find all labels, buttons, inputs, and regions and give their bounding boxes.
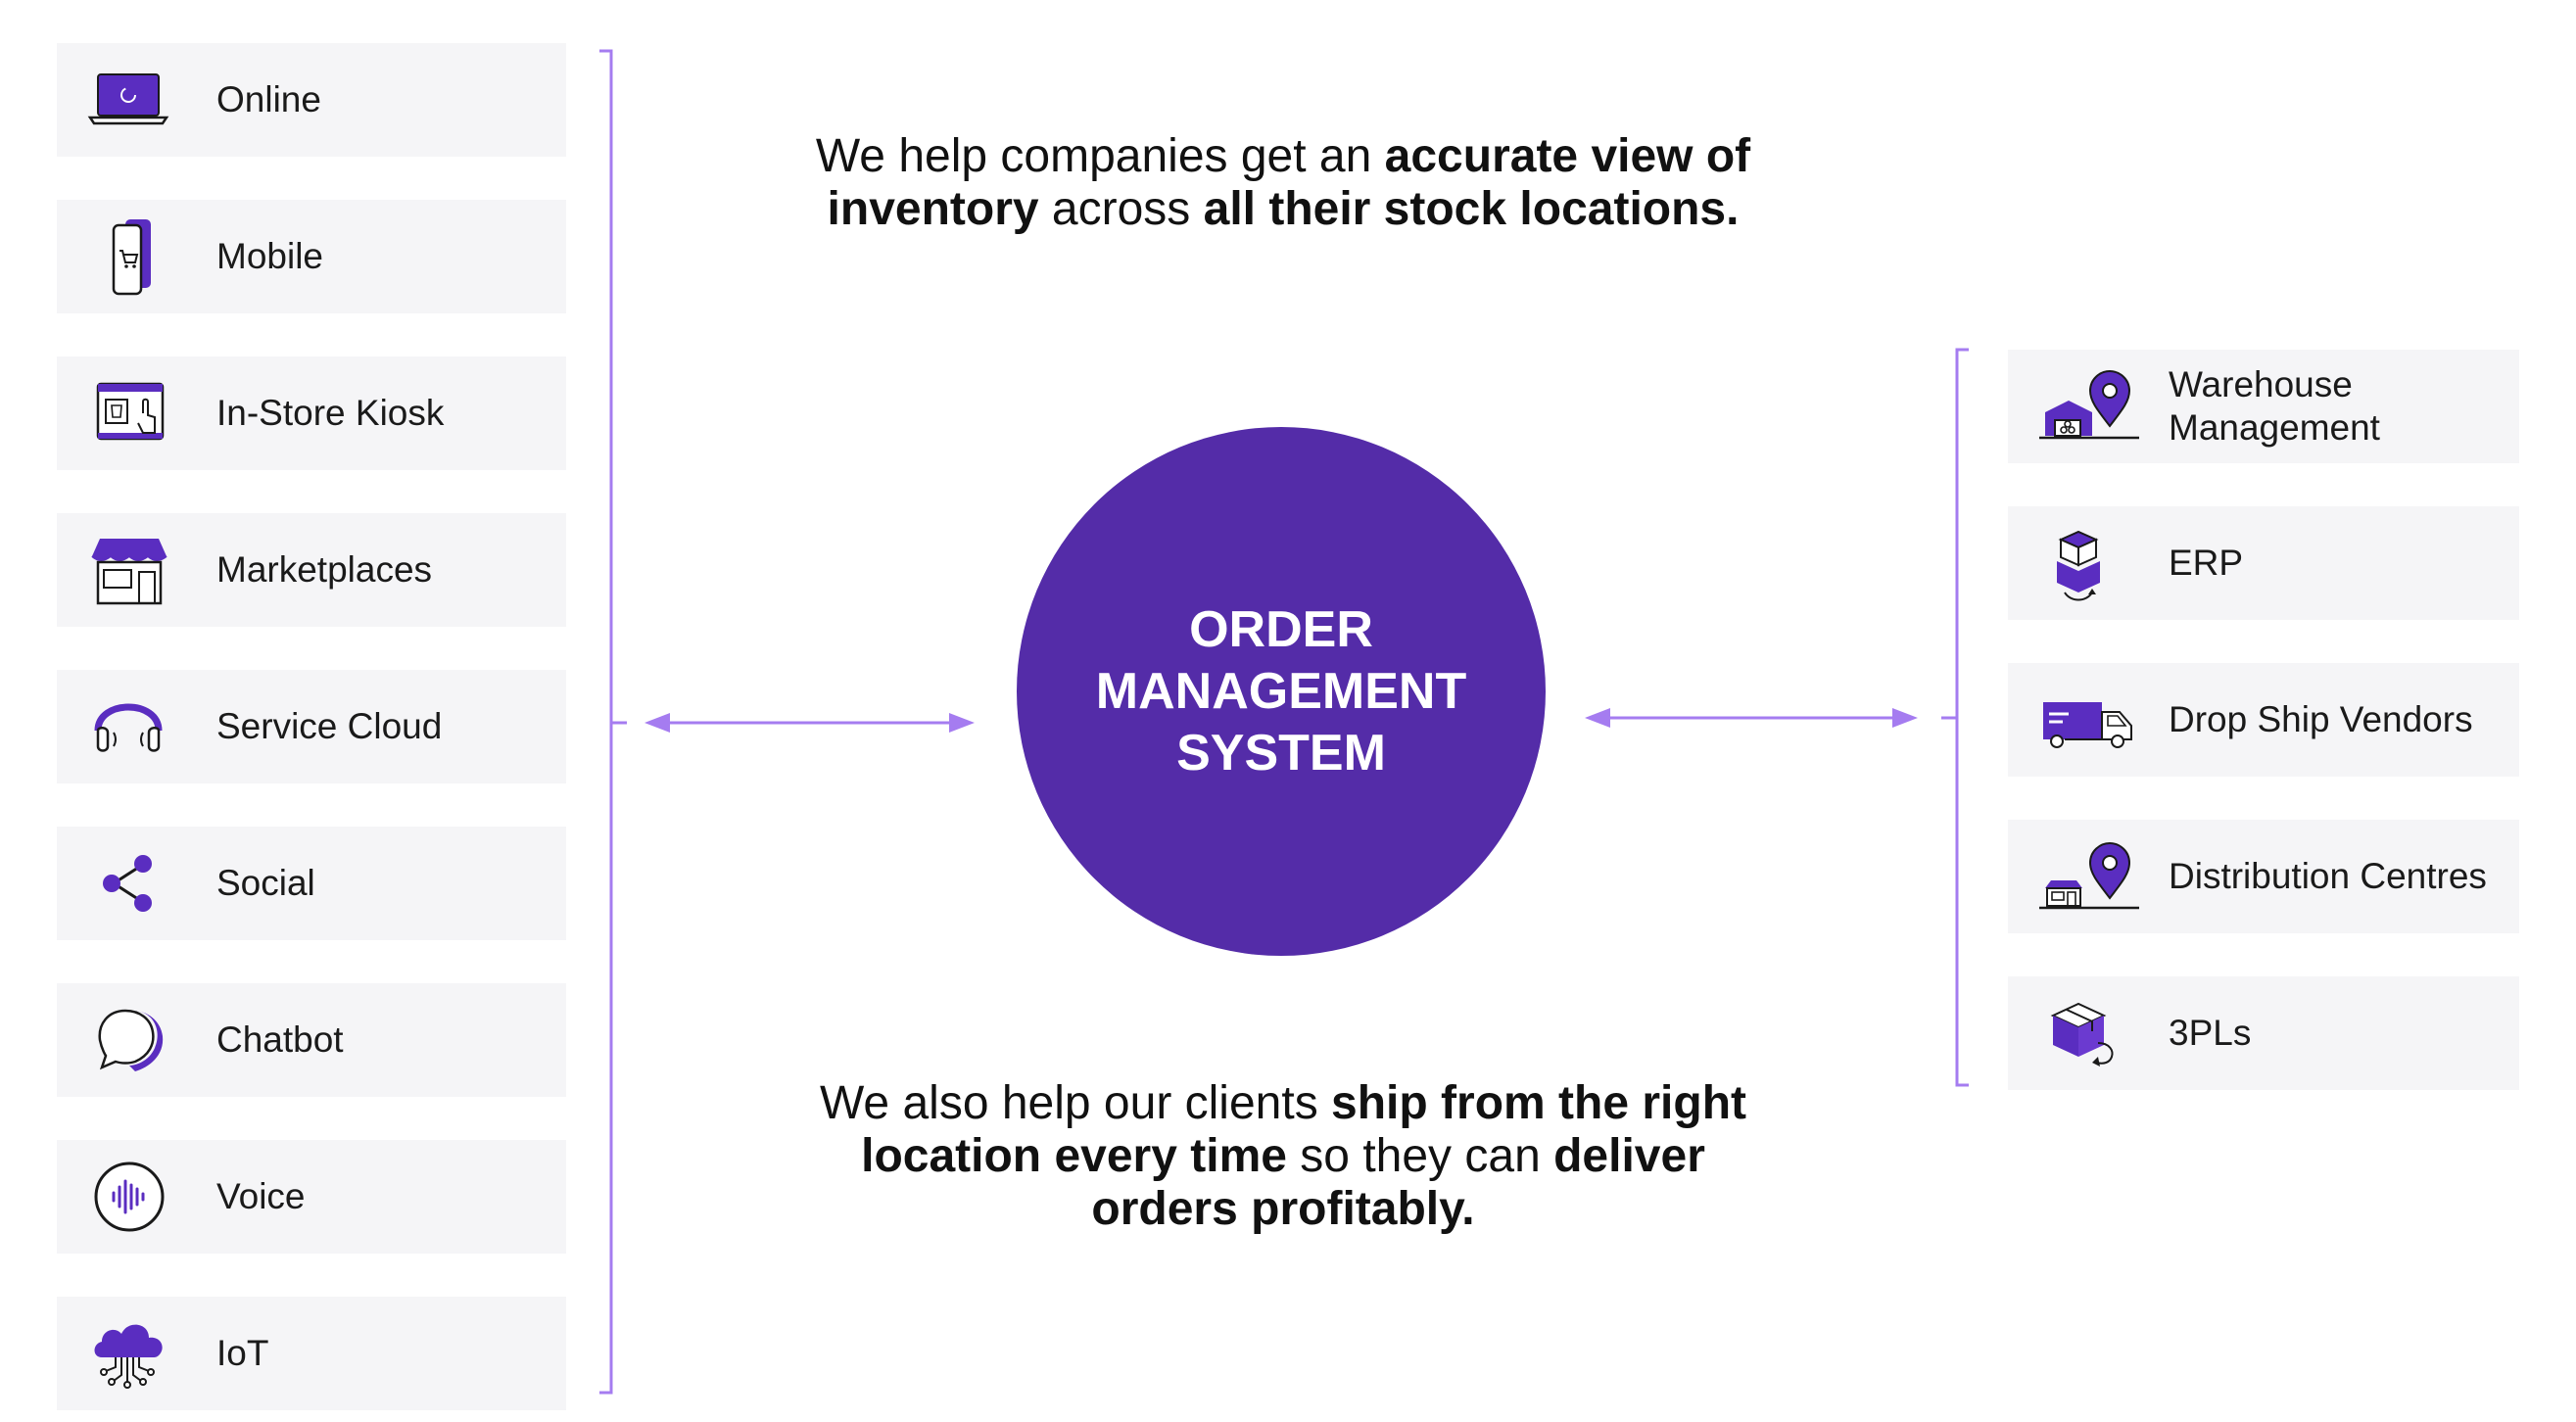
location-label: Drop Ship Vendors <box>2169 699 2473 739</box>
channel-label: Voice <box>216 1176 306 1216</box>
headline-bottom-text-1: We also help our clients <box>819 1077 1332 1129</box>
channel-voice: Voice <box>57 1140 566 1254</box>
warehouse-pin-icon <box>2035 367 2143 450</box>
delivery-truck-icon <box>2035 681 2143 763</box>
headline-top: We help companies get an accurate view o… <box>803 130 1763 236</box>
store-pin-icon <box>2035 837 2143 920</box>
channel-label: IoT <box>216 1333 269 1373</box>
channel-service-cloud: Service Cloud <box>57 670 566 783</box>
mobile-cart-icon <box>84 217 172 296</box>
channel-online: Online <box>57 43 566 157</box>
location-label: ERP <box>2169 543 2244 583</box>
right-bracket <box>1955 348 1969 1087</box>
headset-icon <box>84 687 172 766</box>
kiosk-icon <box>84 374 172 452</box>
channel-chatbot: Chatbot <box>57 983 566 1097</box>
location-label: 3PLs <box>2169 1013 2252 1053</box>
channel-label: Marketplaces <box>216 549 433 590</box>
voice-wave-icon <box>84 1158 172 1236</box>
cloud-network-icon <box>84 1314 172 1393</box>
channel-label: Chatbot <box>216 1019 344 1060</box>
headline-bottom-bold-1: ship from the right location every time <box>861 1077 1747 1182</box>
channel-label: Mobile <box>216 236 323 276</box>
channel-iot: IoT <box>57 1297 566 1410</box>
location-drop-ship-vendors: Drop Ship Vendors <box>2008 663 2519 777</box>
right-arrow-head-right <box>1892 708 1918 728</box>
location-distribution-centres: Distribution Centres <box>2008 820 2519 933</box>
location-label: Distribution Centres <box>2169 856 2487 896</box>
location-erp: ERP <box>2008 506 2519 620</box>
left-arrow-head-right <box>949 713 975 733</box>
channel-marketplaces: Marketplaces <box>57 513 566 627</box>
headline-top-bold-1: accurate view of inventory <box>827 130 1751 235</box>
headline-bottom: We also help our clients ship from the r… <box>803 1077 1763 1236</box>
laptop-icon <box>84 61 172 139</box>
headline-top-bold-2: all their stock locations. <box>1203 183 1740 235</box>
channel-label: In-Store Kiosk <box>216 393 445 433</box>
channel-in-store-kiosk: In-Store Kiosk <box>57 356 566 470</box>
left-bracket <box>599 49 613 1395</box>
channel-label: Online <box>216 79 321 119</box>
headline-bottom-bold-2: deliver orders profitably. <box>1091 1130 1705 1235</box>
channel-label: Service Cloud <box>216 706 443 746</box>
package-cycle-icon <box>2035 524 2143 606</box>
oms-circle <box>1017 427 1546 956</box>
headline-top-text-1: We help companies get an <box>815 130 1385 182</box>
right-arrow-head-left <box>1585 708 1610 728</box>
channel-mobile: Mobile <box>57 200 566 313</box>
oms-title: ORDER MANAGEMENT SYSTEM <box>1095 601 1467 782</box>
chat-bubble-icon <box>84 1001 172 1079</box>
location-label: Warehouse Management <box>2169 364 2380 448</box>
left-arrow-head-left <box>644 713 670 733</box>
channel-social: Social <box>57 827 566 940</box>
channel-label: Social <box>216 863 315 903</box>
location-warehouse-management: Warehouse Management <box>2008 350 2519 463</box>
share-icon <box>84 844 172 923</box>
box-return-icon <box>2035 994 2143 1076</box>
headline-top-text-2: across <box>1038 183 1204 235</box>
storefront-icon <box>84 531 172 609</box>
headline-bottom-text-2: so they can <box>1286 1130 1554 1182</box>
location-3pls: 3PLs <box>2008 976 2519 1090</box>
